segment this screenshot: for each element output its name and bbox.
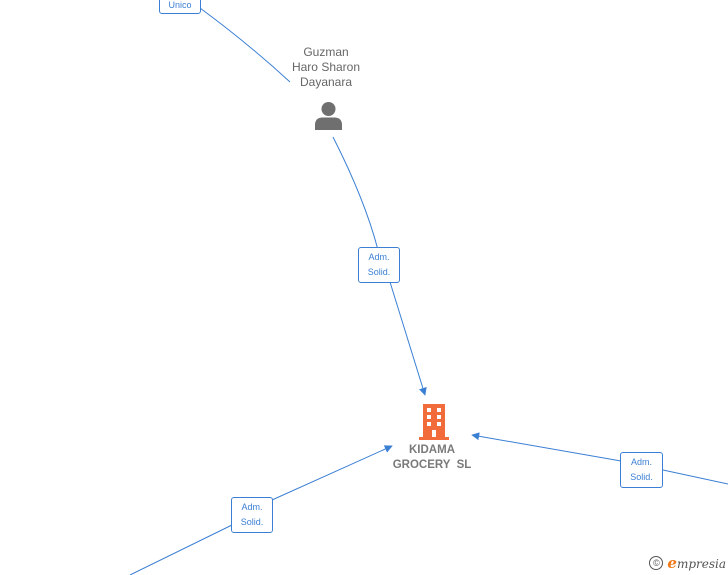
person-icon[interactable] <box>314 101 343 130</box>
edge-label-line: Solid. <box>367 267 391 277</box>
edge-label-line: Adm. <box>241 502 263 512</box>
copyright-icon: © <box>649 556 664 570</box>
person-name[interactable]: Guzman Haro Sharon Dayanara <box>276 45 376 90</box>
person-name-line: Guzman <box>303 45 349 59</box>
person-name-line: Haro Sharon <box>291 60 361 74</box>
person-name-line: Dayanara <box>299 75 353 89</box>
brand-footer: © empresia <box>649 553 726 573</box>
edge-label-line: Solid. <box>240 517 264 527</box>
edge-person-to-company[interactable] <box>332 136 425 395</box>
edge-label-line: Solid. <box>630 472 653 482</box>
edge-right-to-company[interactable] <box>472 435 728 485</box>
brand-initial: e <box>667 553 677 572</box>
edge-label-adm-solid-person[interactable]: Adm. Solid. <box>358 247 400 283</box>
building-icon[interactable] <box>419 404 449 440</box>
edge-label-unico[interactable]: Unico <box>159 0 201 14</box>
company-name[interactable]: KIDAMA GROCERY SL <box>381 443 483 473</box>
brand-text: mpresia <box>676 556 726 571</box>
edge-label-line: Adm. <box>368 252 390 262</box>
edge-label-line: Unico <box>168 0 192 10</box>
edge-label-adm-solid-right[interactable]: Adm. Solid. <box>620 452 663 488</box>
edge-top-to-person[interactable] <box>199 7 291 83</box>
brand-logo[interactable]: empresia <box>667 554 726 573</box>
edge-label-line: Adm. <box>630 457 652 467</box>
company-name-line: KIDAMA <box>409 444 455 456</box>
company-name-line: GROCERY SL <box>392 459 472 471</box>
edge-label-adm-solid-bottom-left[interactable]: Adm. Solid. <box>231 497 273 533</box>
edge-bottom-left-to-company[interactable] <box>129 446 392 575</box>
